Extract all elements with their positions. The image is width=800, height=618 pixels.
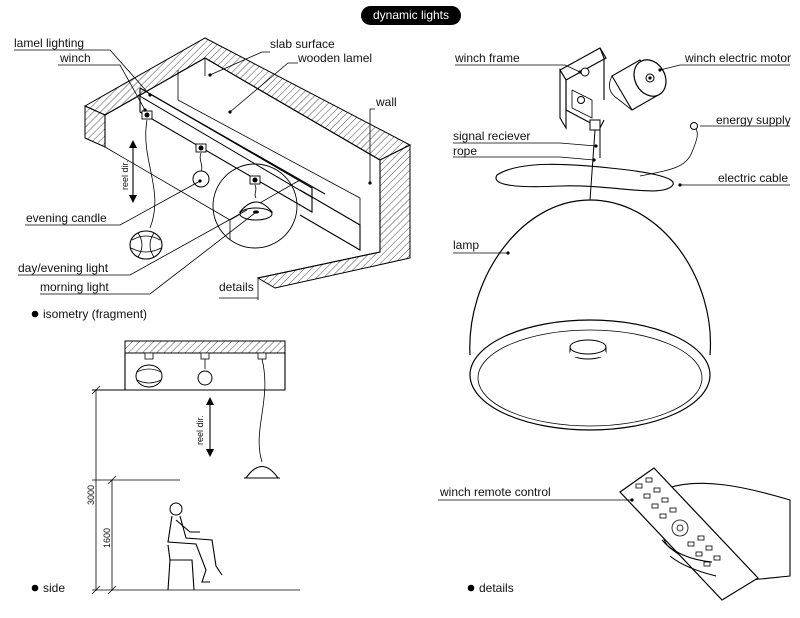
rope-line bbox=[589, 129, 596, 201]
label-rope: rope bbox=[453, 144, 477, 158]
label-winch-frame: winch frame bbox=[454, 51, 520, 65]
label-details: details bbox=[219, 280, 254, 294]
caption-details: details bbox=[479, 581, 514, 595]
label-winch-remote-control: winch remote control bbox=[439, 485, 551, 499]
wooden-lamel bbox=[139, 87, 313, 213]
bullet-icon bbox=[31, 584, 39, 592]
evening-candle-lamp-side bbox=[135, 364, 163, 388]
lamp-dome bbox=[469, 199, 712, 431]
drawing-title: dynamic lights bbox=[361, 6, 461, 25]
detail-callout-circle bbox=[212, 163, 298, 249]
label-lamel-lighting: lamel lighting bbox=[14, 36, 84, 50]
label-slab-surface: slab surface bbox=[270, 37, 335, 51]
details-view: winch frame winch electric motor energy … bbox=[438, 47, 791, 601]
caption-side: side bbox=[43, 581, 65, 595]
day-evening-lamp-side bbox=[197, 370, 213, 386]
label-winch-electric-motor: winch electric motor bbox=[684, 51, 791, 65]
evening-candle-lamp bbox=[129, 230, 163, 260]
seated-person-figure bbox=[167, 502, 223, 591]
isometry-view: reel dir. lamel lighting winch slab surf… bbox=[14, 36, 412, 321]
reel-dir-label: reel dir. bbox=[120, 160, 130, 190]
electric-cable bbox=[495, 163, 674, 192]
label-electric-cable: electric cable bbox=[718, 171, 788, 185]
ceiling-slab-side bbox=[124, 340, 286, 354]
label-day-evening-light: day/evening light bbox=[18, 261, 109, 275]
reel-dir-label-side: reel dir. bbox=[195, 415, 205, 445]
caption-isometry: isometry (fragment) bbox=[43, 307, 147, 321]
bullet-icon bbox=[467, 584, 475, 592]
label-evening-candle: evening candle bbox=[26, 211, 107, 225]
winch-icon bbox=[195, 143, 207, 153]
label-wooden-lamel: wooden lamel bbox=[297, 51, 372, 65]
dimension-1600: 1600 bbox=[102, 528, 112, 548]
dimension-3000: 3000 bbox=[86, 485, 96, 505]
label-winch: winch bbox=[59, 51, 91, 65]
label-lamp: lamp bbox=[453, 238, 479, 252]
bullet-icon bbox=[31, 310, 39, 318]
label-morning-light: morning light bbox=[40, 280, 109, 294]
morning-light-lamp-side bbox=[244, 465, 280, 479]
winch-icon bbox=[141, 110, 153, 120]
morning-light-lamp bbox=[238, 201, 274, 221]
label-energy-supply: energy supply bbox=[716, 113, 791, 127]
side-view: reel dir. 3000 1600 side bbox=[31, 340, 300, 595]
day-evening-lamp bbox=[192, 170, 210, 188]
reel-direction-arrow bbox=[129, 140, 137, 203]
label-wall: wall bbox=[375, 95, 397, 109]
winch-assembly bbox=[559, 47, 667, 131]
remote-control-hand bbox=[619, 467, 791, 601]
label-signal-reciever: signal reciever bbox=[453, 129, 530, 143]
wall-section bbox=[256, 144, 411, 289]
winch-icon bbox=[249, 175, 261, 185]
